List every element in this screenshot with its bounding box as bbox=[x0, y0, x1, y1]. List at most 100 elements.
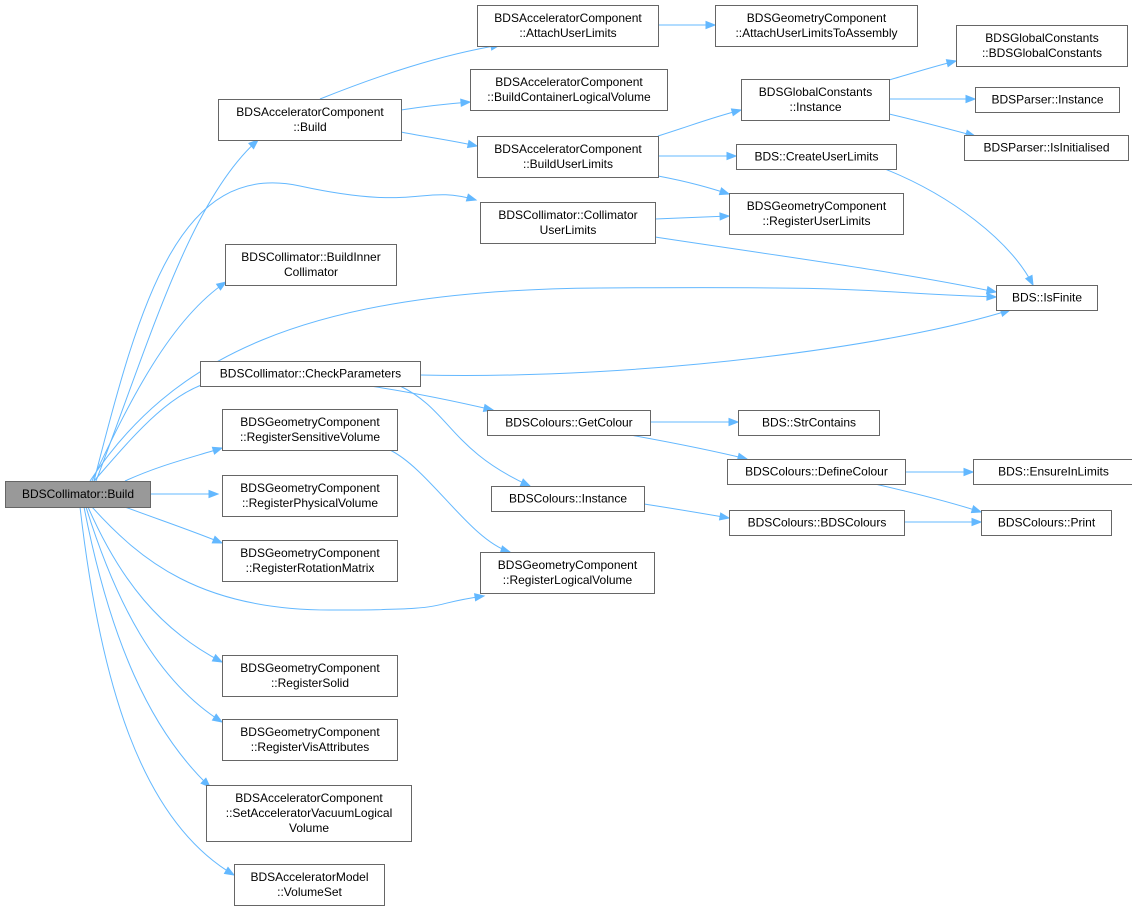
edge-defineColour-to-ensureInLimits bbox=[905, 467, 975, 477]
arrow-head-icon bbox=[718, 512, 731, 521]
edge-createUL-to-isFinite bbox=[884, 168, 1034, 287]
node-regPhys[interactable]: BDSGeometryComponent::RegisterPhysicalVo… bbox=[222, 475, 398, 517]
node-box bbox=[738, 410, 880, 436]
edge-root-to-volSet bbox=[79, 506, 236, 876]
node-root[interactable]: BDSCollimator::Build bbox=[5, 481, 151, 508]
node-label: ::RegisterRotationMatrix bbox=[246, 561, 375, 575]
edge-root-to-buildInner bbox=[91, 281, 228, 482]
node-label: BDSColours::Print bbox=[998, 516, 1096, 530]
edge-root-to-acBuild bbox=[95, 139, 260, 482]
node-box bbox=[736, 144, 897, 170]
node-box bbox=[729, 193, 904, 235]
arrow-head-icon bbox=[466, 139, 479, 149]
node-label: BDSParser::Instance bbox=[991, 93, 1103, 107]
edge-line bbox=[93, 380, 216, 482]
node-acBuildUL[interactable]: BDSAcceleratorComponent::BuildUserLimits bbox=[477, 136, 659, 178]
node-acBuildCont[interactable]: BDSAcceleratorComponent::BuildContainerL… bbox=[470, 69, 668, 111]
node-isFinite[interactable]: BDS::IsFinite bbox=[996, 285, 1098, 311]
node-volSet[interactable]: BDSAcceleratorModel::VolumeSet bbox=[234, 864, 385, 906]
edge-acBuildUL-to-createUL bbox=[657, 151, 738, 161]
edge-line bbox=[319, 44, 501, 100]
edge-gcInstance-to-parserInit bbox=[888, 113, 977, 138]
edge-acBuildUL-to-gcInstance bbox=[657, 108, 743, 137]
node-ensureInLimits[interactable]: BDS::EnsureInLimits bbox=[973, 459, 1132, 485]
node-label: BDSGeometryComponent bbox=[747, 11, 887, 25]
node-label: Collimator bbox=[284, 265, 338, 279]
node-label: BDSCollimator::Build bbox=[22, 487, 134, 501]
arrow-head-icon bbox=[985, 285, 998, 295]
node-box bbox=[222, 540, 398, 582]
arrow-head-icon bbox=[208, 489, 220, 499]
node-gcAttachAsm[interactable]: BDSGeometryComponent::AttachUserLimitsTo… bbox=[715, 5, 918, 47]
arrow-head-icon bbox=[215, 281, 228, 291]
node-box bbox=[5, 481, 151, 508]
edge-line bbox=[399, 385, 531, 487]
node-checkParams[interactable]: BDSCollimator::CheckParameters bbox=[200, 361, 421, 387]
arrow-head-icon bbox=[223, 866, 236, 876]
edge-line bbox=[400, 131, 478, 147]
node-regSens[interactable]: BDSGeometryComponent::RegisterSensitiveV… bbox=[222, 409, 398, 451]
node-regUL[interactable]: BDSGeometryComponent::RegisterUserLimits bbox=[729, 193, 904, 235]
node-regVis[interactable]: BDSGeometryComponent::RegisterVisAttribu… bbox=[222, 719, 398, 761]
edge-root-to-regSens bbox=[124, 446, 224, 482]
node-coloursCtor[interactable]: BDSColours::BDSColours bbox=[729, 510, 905, 536]
node-acBuild[interactable]: BDSAcceleratorComponent::Build bbox=[218, 99, 402, 141]
node-coloursInst[interactable]: BDSColours::Instance bbox=[491, 486, 645, 512]
node-createUL[interactable]: BDS::CreateUserLimits bbox=[736, 144, 897, 170]
node-gcInstance[interactable]: BDSGlobalConstants::Instance bbox=[741, 79, 890, 121]
node-box bbox=[956, 25, 1128, 67]
arrow-head-icon bbox=[211, 713, 224, 723]
arrow-head-icon bbox=[728, 417, 740, 427]
node-parserInst[interactable]: BDSParser::Instance bbox=[975, 87, 1120, 113]
node-acAttach[interactable]: BDSAcceleratorComponent::AttachUserLimit… bbox=[477, 5, 659, 47]
edge-line bbox=[83, 506, 211, 788]
edge-line bbox=[654, 236, 997, 293]
node-label: BDSAcceleratorComponent bbox=[236, 105, 384, 119]
edge-gcInstance-to-gcCtor bbox=[888, 59, 958, 81]
edge-line bbox=[93, 182, 477, 482]
node-label: BDSCollimator::BuildInner bbox=[241, 250, 380, 264]
edge-getColour-to-defineColour bbox=[629, 434, 749, 461]
node-defineColour[interactable]: BDSColours::DefineColour bbox=[727, 459, 906, 485]
edge-root-to-setVac bbox=[83, 506, 212, 788]
node-box bbox=[727, 459, 906, 485]
node-label: ::BuildUserLimits bbox=[523, 157, 613, 171]
arrow-head-icon bbox=[248, 139, 260, 150]
arrow-head-icon bbox=[1024, 274, 1034, 287]
arrow-head-icon bbox=[200, 777, 212, 788]
node-box bbox=[975, 87, 1120, 113]
node-label: BDSColours::GetColour bbox=[505, 416, 632, 430]
node-label: BDSGeometryComponent bbox=[498, 558, 638, 572]
node-getColour[interactable]: BDSColours::GetColour bbox=[487, 410, 651, 436]
node-label: BDS::EnsureInLimits bbox=[998, 465, 1109, 479]
edge-line bbox=[654, 215, 730, 220]
arrow-head-icon bbox=[465, 193, 478, 202]
edge-root-to-collUL bbox=[93, 182, 478, 482]
node-setVac[interactable]: BDSAcceleratorComponent::SetAcceleratorV… bbox=[206, 785, 412, 842]
edge-root-to-checkParams bbox=[93, 378, 217, 482]
node-label: BDSCollimator::CheckParameters bbox=[220, 367, 401, 381]
node-label: BDSAcceleratorComponent bbox=[494, 11, 642, 25]
node-gcCtor[interactable]: BDSGlobalConstants::BDSGlobalConstants bbox=[956, 25, 1128, 67]
node-box bbox=[487, 410, 651, 436]
edge-acAttach-to-gcAttachAsm bbox=[658, 20, 717, 30]
node-label: ::RegisterLogicalVolume bbox=[503, 573, 633, 587]
node-parserInit[interactable]: BDSParser::IsInitialised bbox=[964, 135, 1129, 161]
edge-gcInstance-to-parserInst bbox=[888, 94, 977, 104]
node-box bbox=[222, 719, 398, 761]
edge-acBuild-to-acBuildCont bbox=[400, 98, 472, 111]
node-label: BDSCollimator::Collimator bbox=[498, 208, 637, 222]
node-regRot[interactable]: BDSGeometryComponent::RegisterRotationMa… bbox=[222, 540, 398, 582]
edge-line bbox=[888, 60, 957, 81]
edge-line bbox=[124, 447, 223, 482]
edge-defineColour-to-coloursPrint bbox=[874, 483, 983, 514]
node-regLog[interactable]: BDSGeometryComponent::RegisterLogicalVol… bbox=[480, 552, 655, 594]
arrow-head-icon bbox=[705, 20, 717, 30]
node-regSolid[interactable]: BDSGeometryComponent::RegisterSolid bbox=[222, 655, 398, 697]
node-strContains[interactable]: BDS::StrContains bbox=[738, 410, 880, 436]
edge-coloursInst-to-coloursCtor bbox=[643, 503, 731, 521]
node-coloursPrint[interactable]: BDSColours::Print bbox=[981, 510, 1112, 536]
edge-coloursCtor-to-coloursPrint bbox=[904, 517, 983, 527]
